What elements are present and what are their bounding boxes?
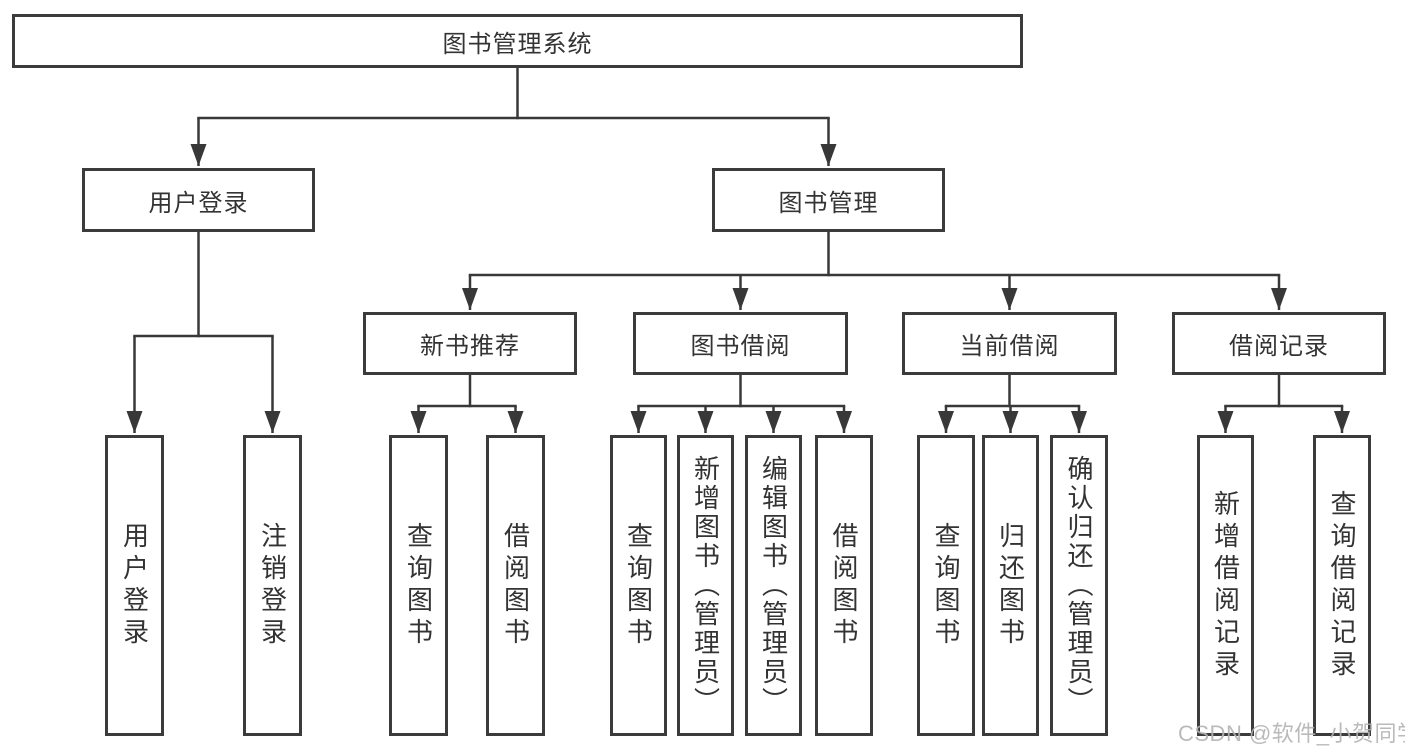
leaf-add-borrow-record: 新增借阅记录: [1197, 435, 1254, 736]
node-user-login: 用户登录: [82, 168, 315, 232]
leaf-query-books-borrow: 查询图书: [610, 435, 667, 736]
leaf-user-login: 用户登录: [105, 435, 164, 736]
node-current-borrow: 当前借阅: [902, 312, 1117, 375]
leaf-query-books-current: 查询图书: [917, 435, 975, 736]
node-book-management: 图书管理: [712, 168, 945, 232]
leaf-confirm-return-admin: 确认归还（管理员）: [1050, 435, 1108, 736]
leaf-borrow-books-recommend: 借阅图书: [486, 435, 545, 736]
leaf-return-books: 归还图书: [982, 435, 1039, 736]
leaf-query-borrow-record: 查询借阅记录: [1313, 435, 1371, 736]
node-borrow-records: 借阅记录: [1172, 312, 1386, 375]
watermark: CSDN @软件_小贺同学: [1178, 721, 1405, 746]
node-book-borrow: 图书借阅: [633, 312, 848, 375]
leaf-query-books-recommend: 查询图书: [389, 435, 448, 736]
leaf-add-books-admin: 新增图书（管理员）: [677, 435, 734, 736]
leaf-edit-books-admin: 编辑图书（管理员）: [745, 435, 802, 736]
leaf-borrow-books: 借阅图书: [815, 435, 873, 736]
node-library-management-system: 图书管理系统: [12, 14, 1023, 68]
leaf-logout: 注销登录: [243, 435, 302, 736]
node-new-book-recommend: 新书推荐: [363, 312, 577, 375]
